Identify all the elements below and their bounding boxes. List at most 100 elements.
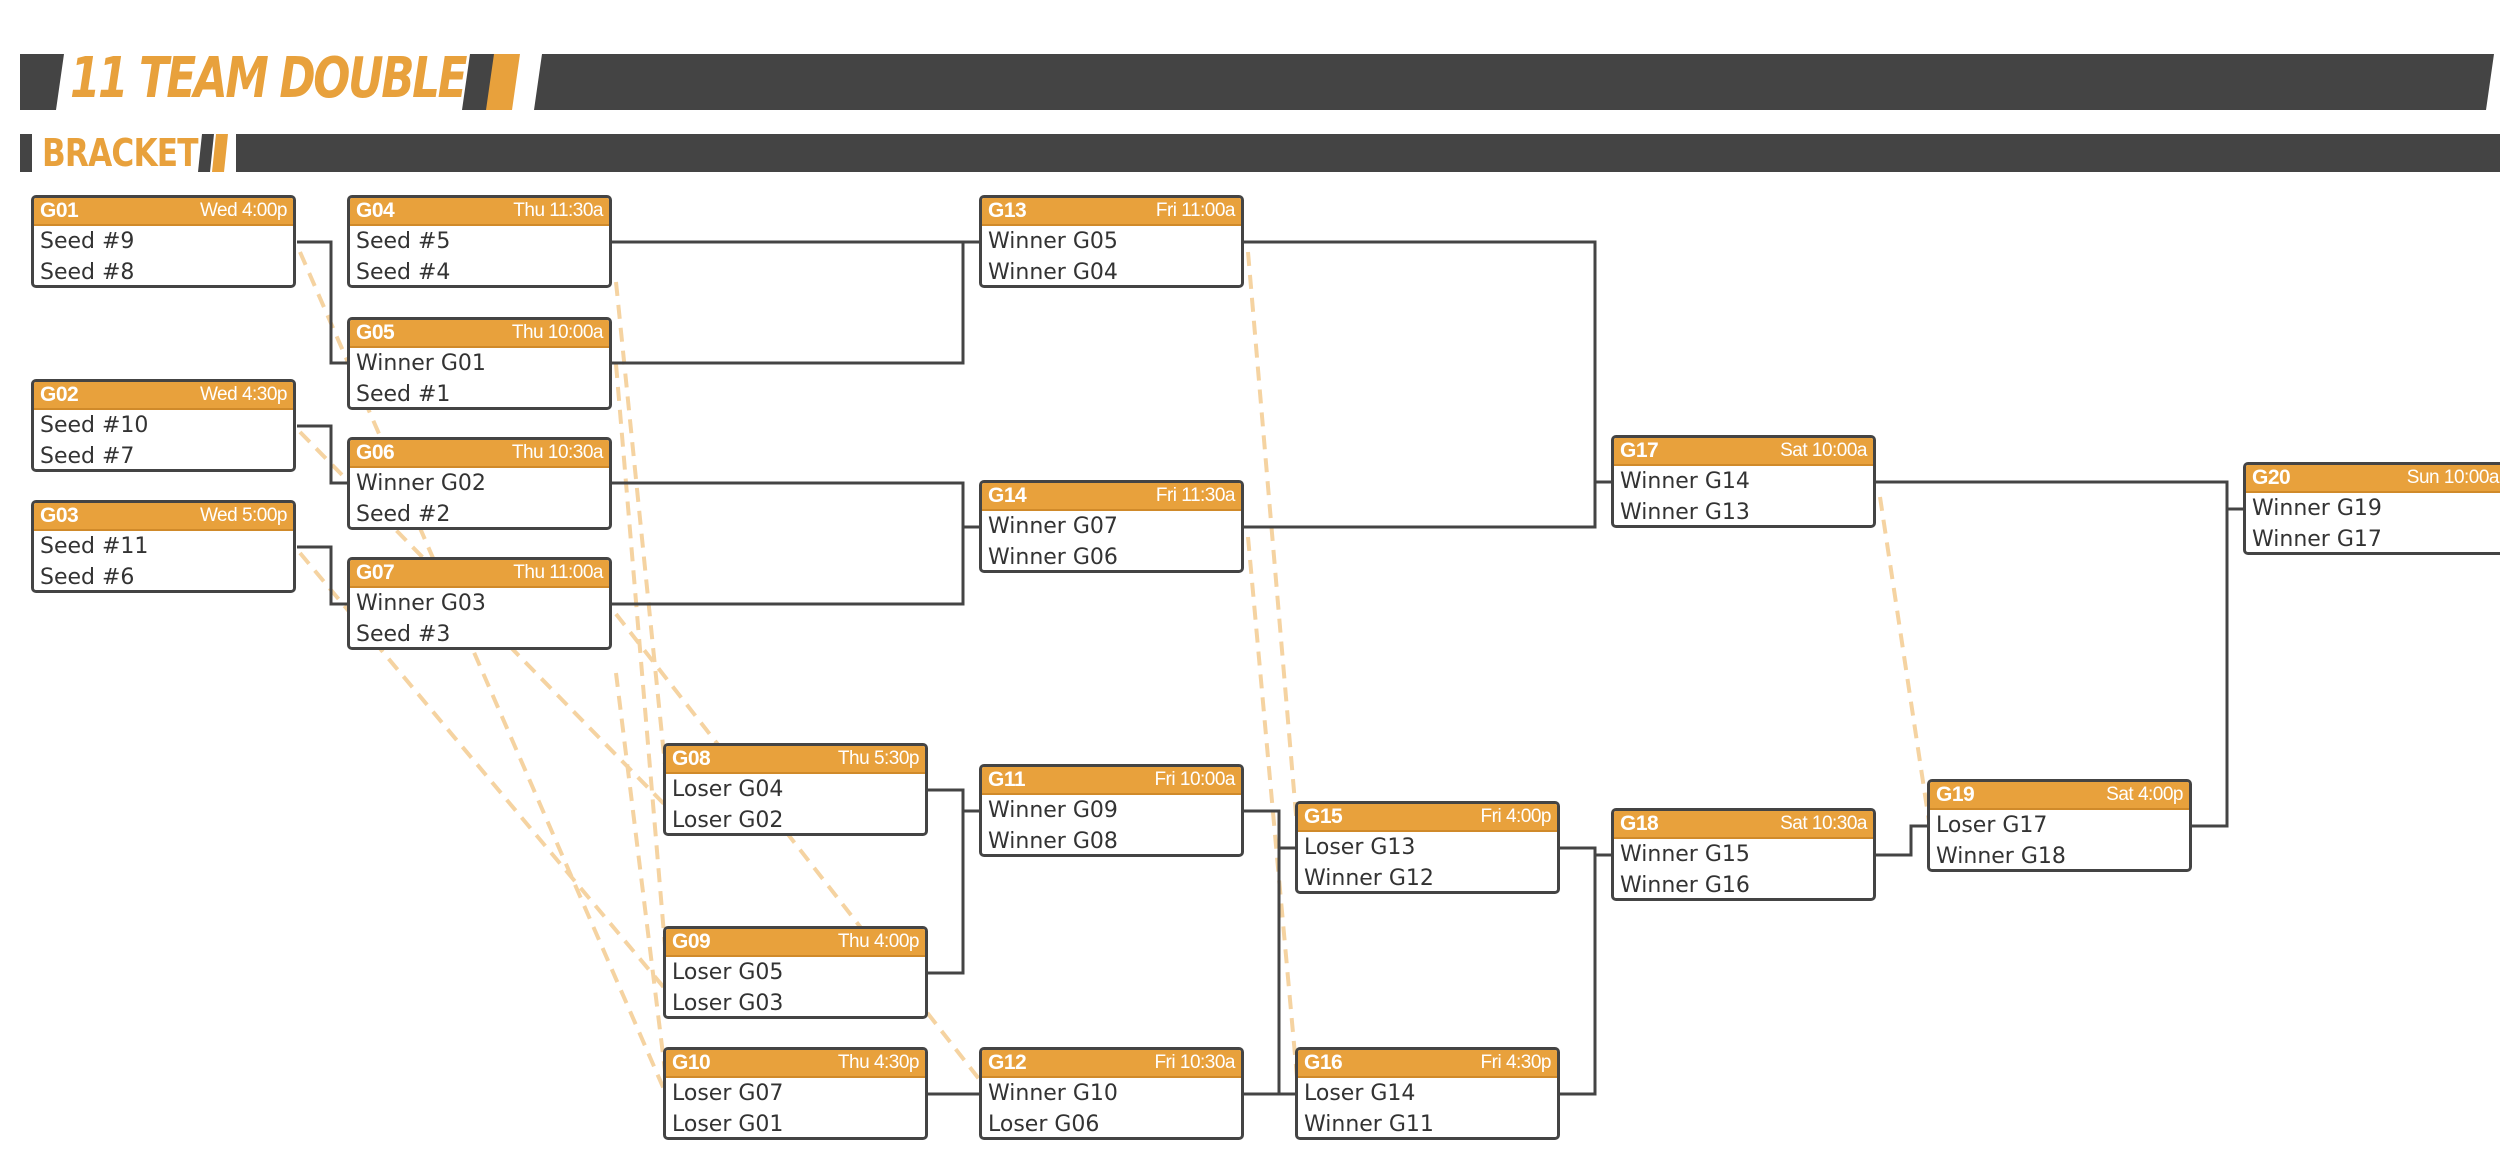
advance-line [1560,846,1597,1096]
advance-line [928,788,965,975]
game-time: Sat 10:30a [1780,813,1867,834]
team-slot-top: Winner G03 [356,591,486,616]
banner2-bar [236,134,2500,172]
team-slot-top: Winner G10 [988,1081,1118,1106]
game-time: Wed 4:00p [199,200,288,221]
advance-line [297,424,347,485]
advance-line [297,240,347,365]
game-g20[interactable]: G20 Sun 10:00a Winner G19 Winner G17 [2243,462,2500,555]
game-id: G06 [356,441,395,464]
game-id: G02 [40,383,79,406]
team-slot-top: Seed #9 [40,229,135,254]
game-id: G11 [988,768,1026,791]
banner1-bar [534,54,2494,110]
banner2-left-stripe [20,134,32,172]
game-time: Thu 4:00p [837,931,920,952]
loser-drop-line [614,281,668,776]
game-id: G19 [1936,783,1975,806]
game-time: Fri 11:30a [1155,485,1236,506]
team-slot-top: Winner G07 [988,514,1118,539]
banner1-left-stripe [20,54,64,110]
team-slot-top: Winner G02 [356,471,486,496]
team-slot-bottom: Seed #2 [356,502,451,527]
game-time: Wed 5:00p [199,505,288,526]
advance-line [612,481,965,606]
game-time: Fri 10:30a [1154,1052,1235,1073]
advance-line [1876,824,1927,857]
team-slot-bottom: Winner G11 [1304,1112,1434,1137]
team-slot-bottom: Loser G01 [672,1112,784,1137]
advance-line [297,545,347,606]
advance-line [1876,480,2229,828]
team-slot-bottom: Seed #3 [356,622,451,647]
team-slot-bottom: Seed #8 [40,260,135,285]
game-id: G05 [356,321,395,344]
team-slot-top: Winner G01 [356,351,486,376]
team-slot-bottom: Winner G08 [988,829,1118,854]
game-time: Fri 4:30p [1480,1052,1552,1073]
team-slot-top: Seed #11 [40,534,149,559]
loser-drop-line [1246,251,1300,839]
game-id: G17 [1620,439,1659,462]
game-time: Thu 4:30p [837,1052,920,1073]
game-g12[interactable]: G12 Fri 10:30a Winner G10 Loser G06 [979,1047,1244,1140]
game-time: Fri 10:00a [1154,769,1235,790]
title-banner [20,54,2500,172]
winner-advance-lines [297,240,2243,1096]
team-slot-bottom: Winner G17 [2252,527,2382,552]
game-id: G16 [1304,1051,1343,1074]
game-time: Thu 10:00a [511,322,604,343]
game-time: Sun 10:00a [2406,467,2500,488]
title-line1: 11 TEAM DOUBLE [70,46,468,111]
game-id: G03 [40,504,79,527]
team-slot-bottom: Winner G13 [1620,500,1750,525]
game-g01[interactable]: G01 Wed 4:00p Seed #9 Seed #8 [31,195,296,288]
game-id: G04 [356,199,395,222]
title-line2: BRACKET [42,131,199,175]
banner2-stripe-dark [198,134,214,172]
team-slot-bottom: Loser G02 [672,808,784,833]
team-slot-bottom: Loser G03 [672,991,784,1016]
team-slot-top: Seed #10 [40,413,149,438]
banner1-stripe-dark [462,54,496,110]
team-slot-bottom: Winner G16 [1620,873,1750,898]
advance-line [612,240,965,365]
game-id: G18 [1620,812,1659,835]
team-slot-top: Seed #5 [356,229,451,254]
team-slot-top: Loser G04 [672,777,784,802]
loser-drop-line [298,251,668,1095]
loser-drop-line [1878,496,1932,829]
team-slot-bottom: Loser G06 [988,1112,1100,1137]
game-id: G01 [40,199,79,222]
game-id: G12 [988,1051,1027,1074]
team-slot-bottom: Seed #4 [356,260,451,285]
team-slot-bottom: Winner G12 [1304,866,1434,891]
team-slot-top: Winner G19 [2252,496,2382,521]
team-slot-bottom: Winner G04 [988,260,1118,285]
loser-drop-line [614,363,668,959]
advance-line [1244,240,1597,529]
game-time: Fri 11:00a [1155,200,1236,221]
game-id: G20 [2252,466,2291,489]
game-id: G09 [672,930,711,953]
game-time: Thu 11:00a [513,562,603,583]
